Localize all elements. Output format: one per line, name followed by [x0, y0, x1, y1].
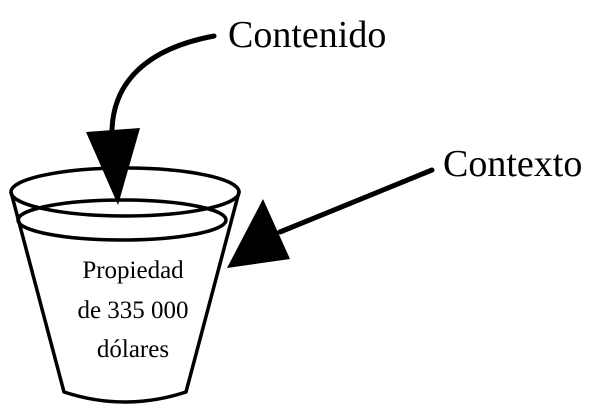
content-label: Contenido: [228, 14, 386, 56]
cup-text-line-1: Propiedad: [82, 257, 184, 284]
context-arrow: [227, 167, 435, 268]
context-arrow-shaft: [277, 167, 435, 235]
cup: [9, 166, 241, 404]
cup-body: [9, 190, 241, 404]
liquid-surface: [16, 198, 228, 242]
cup-text-line-2: de 335 000: [77, 297, 188, 324]
context-label: Contexto: [443, 143, 582, 185]
content-arrow-shaft: [109, 33, 217, 141]
content-arrow: [86, 33, 217, 205]
context-arrow-head: [227, 199, 290, 268]
content-arrow-head: [86, 128, 140, 205]
cup-text-line-3: dólares: [97, 336, 169, 363]
cup-text: Propiedad de 335 000 dólares: [77, 257, 188, 363]
